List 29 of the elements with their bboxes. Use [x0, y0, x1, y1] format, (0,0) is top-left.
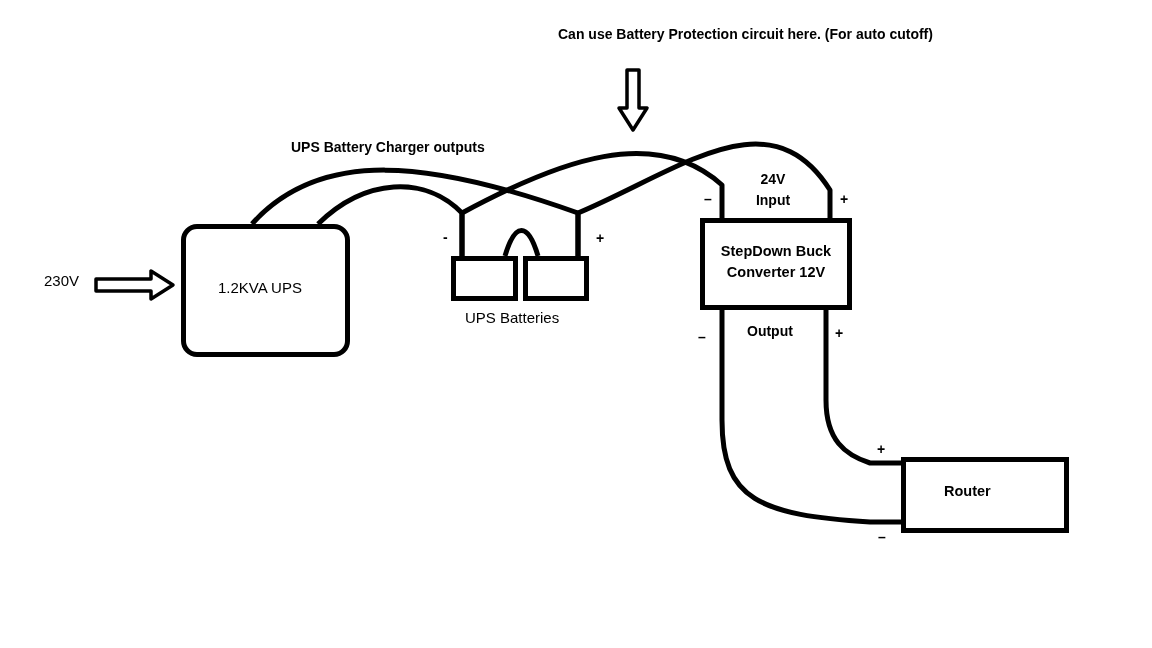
polarity-sign: – [878, 529, 886, 545]
battery-box [451, 256, 518, 301]
wire [719, 310, 901, 525]
voltage-label: 230V [44, 272, 92, 292]
block-arrow [94, 269, 175, 301]
polarity-sign: + [835, 325, 844, 341]
polarity-sign: + [877, 441, 886, 457]
device-label: 1.2KVA UPS [218, 277, 302, 298]
block-arrow [617, 68, 649, 132]
polarity-sign: - [443, 229, 448, 245]
wire [575, 141, 833, 256]
ups-box [181, 224, 350, 357]
converter-label: StepDown Buck Converter 12V [719, 242, 833, 282]
polarity-sign: – [704, 191, 712, 207]
wire [459, 151, 725, 256]
battery-label: UPS Batteries [465, 309, 560, 326]
polarity-sign: + [840, 191, 849, 207]
wire-label: UPS Battery Charger outputs [291, 139, 485, 155]
device-label: Router [944, 482, 991, 502]
converter-box [700, 218, 852, 310]
battery-box [523, 256, 589, 301]
terminal-label: Output [747, 323, 793, 339]
polarity-sign: + [596, 230, 605, 246]
router-box [901, 457, 1069, 533]
wire [823, 310, 901, 466]
annotation-text: Can use Battery Protection circuit here. (For auto cutoff) [558, 26, 988, 46]
wire [502, 228, 541, 257]
terminal-label: 24V Input [754, 170, 792, 210]
polarity-sign: – [698, 329, 706, 345]
